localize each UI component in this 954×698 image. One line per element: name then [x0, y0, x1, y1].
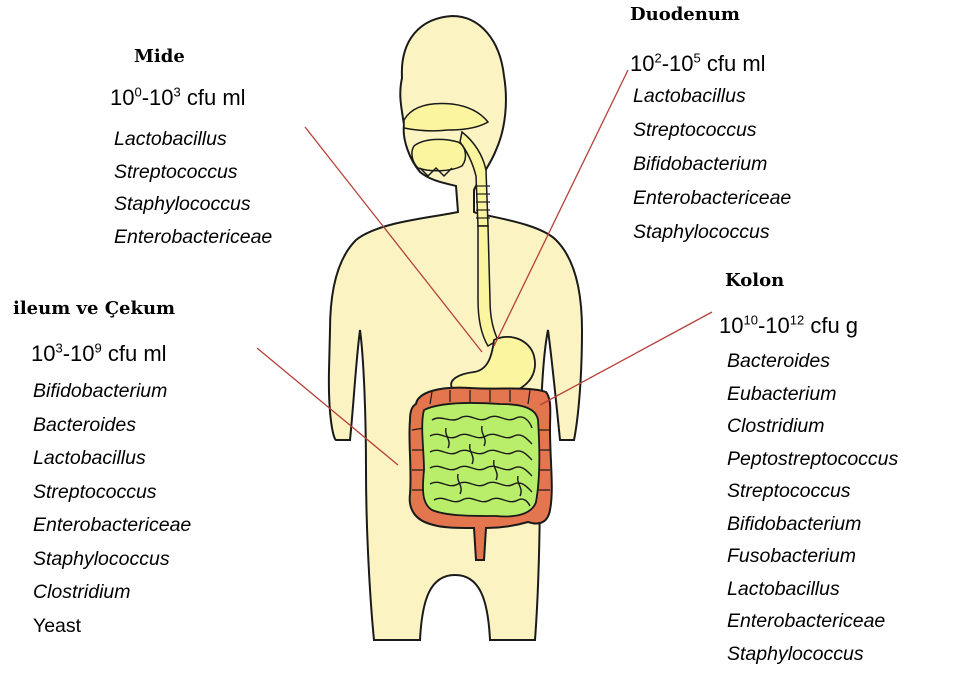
duodenum-count-sep: -	[662, 51, 669, 76]
mide-count: 100-103 cfu ml	[110, 85, 272, 111]
duodenum-label-group: Duodenum 102-105 cfu ml Lactobacillus St…	[630, 4, 791, 249]
ileum-label-group: ileum ve Çekum 103-109 cfu ml Bifidobact…	[13, 298, 191, 643]
organism-item: Staphylococcus	[727, 638, 898, 671]
kolon-count-a-base: 10	[719, 313, 743, 338]
kolon-organism-list: Bacteroides Eubacterium Clostridium Pept…	[727, 345, 898, 670]
organism-item: Streptococcus	[727, 475, 898, 508]
mide-count-sep: -	[142, 85, 149, 110]
organism-item: Clostridium	[727, 410, 898, 443]
mide-count-unit: cfu ml	[181, 85, 246, 110]
kolon-count-a-exp: 10	[743, 313, 757, 328]
organism-item: Lactobacillus	[33, 442, 191, 476]
duodenum-count-unit: cfu ml	[701, 51, 766, 76]
kolon-count-unit: cfu g	[804, 313, 858, 338]
duodenum-count: 102-105 cfu ml	[630, 51, 791, 77]
mouth-region	[412, 139, 466, 170]
organism-item: Lactobacillus	[114, 123, 272, 156]
ileum-count-unit: cfu ml	[102, 341, 167, 366]
organism-item: Enterobactericeae	[633, 181, 791, 215]
mide-count-a-base: 10	[110, 85, 134, 110]
organism-item: Enterobactericeae	[727, 605, 898, 638]
organism-item: Bacteroides	[727, 345, 898, 378]
organism-item: Enterobactericeae	[114, 221, 272, 254]
kolon-count-b-exp: 12	[790, 313, 804, 328]
organism-item: Lactobacillus	[727, 573, 898, 606]
organism-item: Bifidobacterium	[727, 508, 898, 541]
kolon-count: 1010-1012 cfu g	[719, 313, 898, 339]
organism-item: Bifidobacterium	[633, 147, 791, 181]
ileum-organism-list: Bifidobacterium Bacteroides Lactobacillu…	[33, 375, 191, 643]
organism-item: Streptococcus	[114, 156, 272, 189]
kolon-count-b-base: 10	[765, 313, 789, 338]
organism-item: Lactobacillus	[633, 79, 791, 113]
mide-count-b-exp: 3	[174, 85, 181, 100]
mide-count-a-exp: 0	[134, 85, 141, 100]
organism-item: Yeast	[33, 610, 191, 644]
ileum-count-sep: -	[63, 341, 70, 366]
ileum-count-b-base: 10	[70, 341, 94, 366]
kolon-label-group: Kolon 1010-1012 cfu g Bacteroides Eubact…	[713, 270, 898, 670]
organism-item: Staphylococcus	[114, 188, 272, 221]
organism-item: Streptococcus	[33, 476, 191, 510]
duodenum-organism-list: Lactobacillus Streptococcus Bifidobacter…	[633, 79, 791, 249]
organism-item: Bifidobacterium	[33, 375, 191, 409]
ileum-count-b-exp: 9	[95, 341, 102, 356]
organism-item: Staphylococcus	[33, 543, 191, 577]
organism-item: Enterobactericeae	[33, 509, 191, 543]
organism-item: Peptostreptococcus	[727, 443, 898, 476]
kolon-title: Kolon	[725, 270, 898, 291]
mide-title: Mide	[134, 46, 272, 67]
duodenum-title: Duodenum	[630, 4, 791, 25]
mide-count-b-base: 10	[149, 85, 173, 110]
organism-item: Fusobacterium	[727, 540, 898, 573]
duodenum-count-b-base: 10	[669, 51, 693, 76]
duodenum-count-b-exp: 5	[694, 51, 701, 66]
ileum-count-a-base: 10	[31, 341, 55, 366]
organism-item: Eubacterium	[727, 378, 898, 411]
mide-label-group: Mide 100-103 cfu ml Lactobacillus Strept…	[110, 46, 272, 253]
ileum-count: 103-109 cfu ml	[31, 341, 191, 367]
organism-item: Streptococcus	[633, 113, 791, 147]
ileum-count-a-exp: 3	[55, 341, 62, 356]
duodenum-count-a-exp: 2	[654, 51, 661, 66]
organism-item: Staphylococcus	[633, 215, 791, 249]
ileum-title: ileum ve Çekum	[13, 298, 191, 319]
mide-organism-list: Lactobacillus Streptococcus Staphylococc…	[114, 123, 272, 253]
organism-item: Bacteroides	[33, 409, 191, 443]
duodenum-count-a-base: 10	[630, 51, 654, 76]
organism-item: Clostridium	[33, 576, 191, 610]
